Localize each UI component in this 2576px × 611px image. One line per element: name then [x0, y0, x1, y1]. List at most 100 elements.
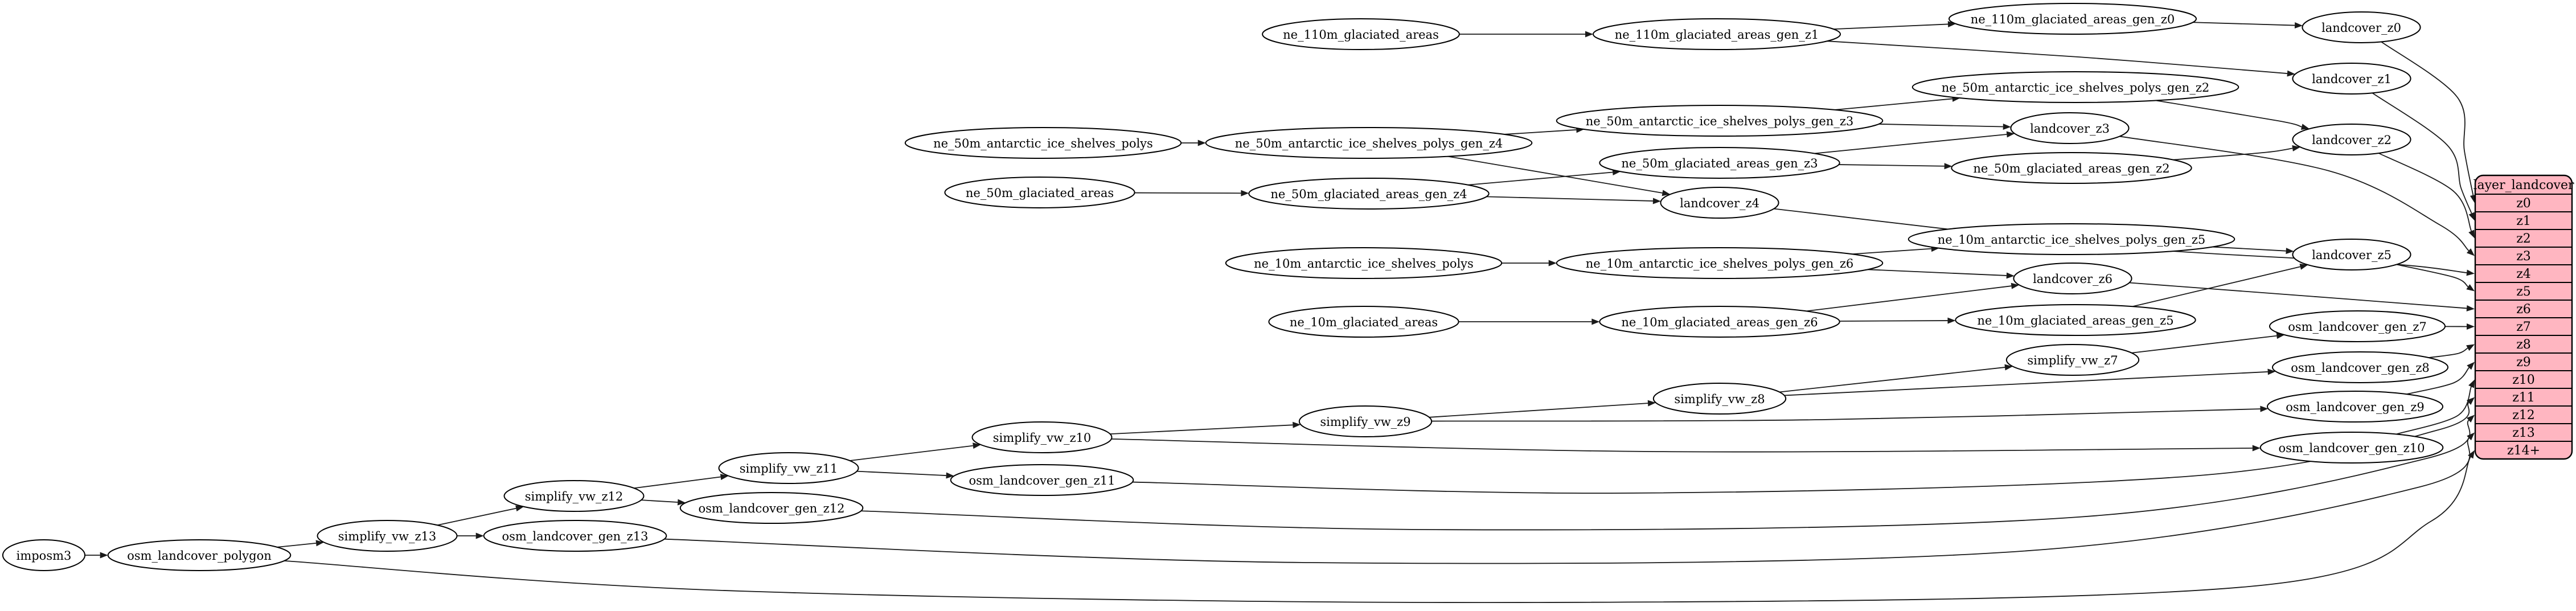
node-label: simplify_vw_z12 — [525, 490, 624, 503]
edge-simplify_vw_z9-to-simplify_vw_z8 — [1429, 400, 1656, 418]
edge-osm_landcover_gen_z8-to-row-z8 — [2429, 344, 2475, 359]
table-row-z11: z11 — [2512, 391, 2535, 405]
node-label: ne_10m_glaciated_areas_gen_z6 — [1621, 315, 1818, 329]
arrowhead-icon — [1652, 198, 1661, 204]
arrowhead-icon — [475, 532, 484, 539]
node-label: ne_10m_glaciated_areas_gen_z5 — [1977, 314, 2173, 327]
arrowhead-icon — [1241, 190, 1249, 196]
arrowhead-icon — [1647, 400, 1656, 407]
node-label: ne_50m_glaciated_areas_gen_z4 — [1270, 187, 1467, 201]
arrowhead-icon — [2300, 124, 2310, 130]
node-label: ne_50m_antarctic_ice_shelves_polys_gen_z… — [1235, 137, 1503, 150]
node-label: osm_landcover_gen_z9 — [2286, 400, 2425, 414]
edge-ne_50m_glaciated_areas_gen_z2-to-landcover_z2 — [2173, 145, 2300, 161]
node-simplify_vw_z13: simplify_vw_z13 — [317, 520, 458, 552]
node-label: simplify_vw_z8 — [1674, 392, 1765, 406]
arrowhead-icon — [2466, 305, 2475, 311]
arrowhead-icon — [2468, 379, 2475, 388]
edge-landcover_z3-to-row-z3 — [2119, 136, 2475, 256]
node-ne_50m_antarctic_ice_shelves_polys: ne_50m_antarctic_ice_shelves_polys — [904, 127, 1182, 159]
table-row-z5: z5 — [2516, 285, 2531, 299]
arrowhead-icon — [2466, 344, 2475, 351]
edge-ne_50m_antarctic_ice_shelves_polys_gen_z4-to-landcover_z4 — [1447, 155, 1671, 196]
node-ne_10m_glaciated_areas_gen_z5: ne_10m_glaciated_areas_gen_z5 — [1955, 304, 2196, 336]
arrowhead-icon — [2467, 432, 2475, 441]
node-simplify_vw_z8: simplify_vw_z8 — [1652, 383, 1787, 415]
edge-landcover_z6-to-row-z6 — [2129, 282, 2475, 311]
node-label: landcover_z5 — [2312, 248, 2392, 262]
node-label: simplify_vw_z10 — [993, 431, 1092, 445]
node-ne_110m_glaciated_areas_gen_z0: ne_110m_glaciated_areas_gen_z0 — [1949, 3, 2197, 35]
edge-ne_50m_antarctic_ice_shelves_polys-to-ne_50m_antarctic_ice_shelves_polys_gen_z4 — [1181, 140, 1206, 146]
arrowhead-icon — [1662, 190, 1671, 196]
edge-ne_10m_glaciated_areas_gen_z6-to-landcover_z6 — [1806, 282, 2020, 312]
node-simplify_vw_z9: simplify_vw_z9 — [1298, 405, 1433, 437]
edge-ne_10m_antarctic_ice_shelves_polys_gen_z6-to-ne_10m_antarctic_ice_shelves_polys_gen_z5 — [1852, 245, 1939, 255]
edge-landcover_z5-to-row-z5 — [2396, 264, 2475, 292]
arrowhead-icon — [2468, 450, 2475, 459]
node-label: osm_landcover_gen_z8 — [2291, 361, 2430, 375]
node-ne_50m_glaciated_areas_gen_z2: ne_50m_glaciated_areas_gen_z2 — [1951, 152, 2192, 184]
arrowhead-icon — [2006, 272, 2015, 279]
arrowhead-icon — [2003, 124, 2011, 130]
node-label: osm_landcover_gen_z13 — [502, 530, 649, 543]
node-label: ne_10m_antarctic_ice_shelves_polys — [1254, 257, 1474, 270]
edge-ne_10m_glaciated_areas_gen_z6-to-ne_10m_glaciated_areas_gen_z5 — [1839, 317, 1956, 324]
edge-ne_50m_antarctic_ice_shelves_polys_gen_z2-to-landcover_z2 — [2156, 100, 2310, 130]
edge-ne_110m_glaciated_areas_gen_z1-to-landcover_z1 — [1827, 40, 2295, 77]
arrowhead-icon — [2006, 131, 2015, 138]
arrowhead-icon — [2260, 405, 2269, 412]
node-landcover_z2: landcover_z2 — [2292, 124, 2411, 155]
node-label: ne_50m_glaciated_areas — [966, 186, 1114, 200]
table-row-z2: z2 — [2516, 232, 2531, 246]
node-landcover_z4: landcover_z4 — [1660, 187, 1779, 219]
edge-osm_landcover_gen_z11-to-row-z11 — [1132, 397, 2475, 494]
arrowhead-icon — [2287, 70, 2295, 77]
arrowhead-icon — [1197, 140, 1206, 146]
node-ne_10m_glaciated_areas: ne_10m_glaciated_areas — [1268, 306, 1459, 338]
edge-osm_landcover_polygon-to-row-z14+ — [284, 450, 2475, 604]
edge-ne_50m_antarctic_ice_shelves_polys_gen_z3-to-landcover_z3 — [1878, 124, 2011, 130]
node-label: simplify_vw_z7 — [2027, 354, 2118, 367]
node-label: ne_50m_antarctic_ice_shelves_polys_gen_z… — [1586, 114, 1854, 128]
node-ne_50m_antarctic_ice_shelves_polys_gen_z2: ne_50m_antarctic_ice_shelves_polys_gen_z… — [1912, 71, 2239, 103]
edge-simplify_vw_z12-to-simplify_vw_z11 — [634, 474, 729, 489]
edge-ne_10m_glaciated_areas-to-ne_10m_glaciated_areas_gen_z6 — [1458, 318, 1600, 325]
node-osm_landcover_gen_z13: osm_landcover_gen_z13 — [483, 520, 667, 552]
arrowhead-icon — [2468, 212, 2475, 221]
edge-landcover_z2-to-row-z2 — [2378, 153, 2475, 239]
arrowhead-icon — [720, 474, 729, 480]
node-ne_110m_glaciated_areas: ne_110m_glaciated_areas — [1262, 18, 1460, 50]
table-title: layer_landcover — [2473, 178, 2574, 192]
table-row-z7: z7 — [2516, 320, 2531, 334]
node-osm_landcover_gen_z10: osm_landcover_gen_z10 — [2259, 432, 2444, 464]
edge-simplify_vw_z8-to-simplify_vw_z7 — [1779, 364, 2013, 393]
node-ne_50m_glaciated_areas_gen_z4: ne_50m_glaciated_areas_gen_z4 — [1248, 178, 1490, 210]
node-label: ne_110m_glaciated_areas — [1283, 28, 1439, 42]
node-imposm3: imposm3 — [2, 539, 86, 571]
edge-simplify_vw_z8-to-osm_landcover_gen_z8 — [1784, 368, 2276, 396]
node-label: ne_10m_antarctic_ice_shelves_polys_gen_z… — [1586, 257, 1854, 270]
node-osm_landcover_gen_z11: osm_landcover_gen_z11 — [950, 464, 1134, 496]
edge-ne_50m_glaciated_areas_gen_z4-to-ne_50m_glaciated_areas_gen_z3 — [1467, 169, 1621, 186]
node-osm_landcover_gen_z9: osm_landcover_gen_z9 — [2267, 391, 2443, 423]
node-label: landcover_z0 — [2321, 21, 2401, 35]
node-ne_10m_antarctic_ice_shelves_polys_gen_z6: ne_10m_antarctic_ice_shelves_polys_gen_z… — [1556, 247, 1884, 279]
arrowhead-icon — [2466, 323, 2475, 330]
table-row-z10: z10 — [2512, 373, 2535, 387]
edge-ne_50m_glaciated_areas-to-ne_50m_glaciated_areas_gen_z4 — [1134, 190, 1249, 196]
edge-ne_110m_glaciated_areas-to-ne_110m_glaciated_areas_gen_z1 — [1459, 31, 1593, 38]
edge-osm_landcover_gen_z7-to-row-z7 — [2444, 323, 2475, 330]
edge-simplify_vw_z13-to-simplify_vw_z12 — [437, 505, 524, 526]
arrowhead-icon — [2466, 269, 2475, 276]
node-label: osm_landcover_polygon — [127, 549, 272, 563]
arrowhead-icon — [515, 505, 524, 512]
arrowhead-icon — [2299, 264, 2308, 270]
edge-ne_10m_antarctic_ice_shelves_polys_gen_z6-to-landcover_z6 — [1867, 269, 2015, 279]
node-label: ne_110m_glaciated_areas_gen_z1 — [1615, 28, 1819, 42]
node-label: imposm3 — [17, 549, 72, 563]
table-layer: layer_landcoverz0z1z2z3z4z5z6z7z8z9z10z1… — [2473, 174, 2574, 460]
node-simplify_vw_z7: simplify_vw_z7 — [2005, 344, 2140, 376]
arrowhead-icon — [1585, 31, 1593, 38]
